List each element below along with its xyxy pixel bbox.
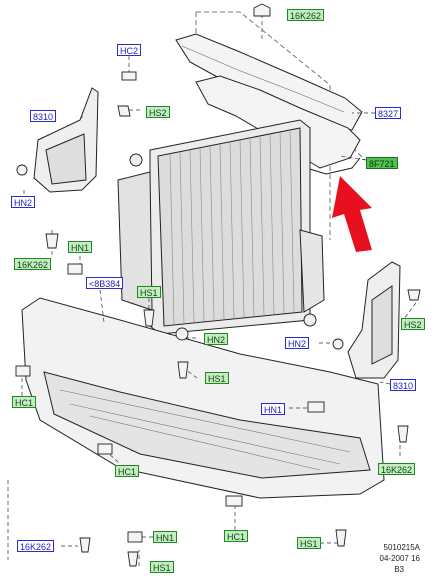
footer-date: 04-2007 16 (379, 554, 420, 563)
footer-page: B3 (394, 565, 404, 574)
label-8310-left: 8310 (30, 110, 57, 122)
lower-shield (21, 297, 385, 499)
label-16k262-right: 16K262 (378, 463, 416, 475)
upper-deflector (175, 33, 363, 175)
label-hn2-right: HN2 (285, 337, 310, 349)
label-8327: 8327 (375, 107, 402, 119)
label-hn1-bottom: HN1 (153, 531, 178, 543)
label-16k262-top: 16K262 (287, 9, 325, 21)
red-arrow (332, 176, 372, 252)
label-hs1-mid2: HS1 (205, 372, 229, 384)
label-hs1-bottom-right: HS1 (297, 537, 321, 549)
label-16k262-left: 16K262 (14, 258, 52, 270)
label-hc2: HC2 (117, 44, 142, 56)
label-hn2-mid: HN2 (204, 333, 229, 345)
label-hc1-mid: HC1 (115, 465, 140, 477)
label-hs2-left: HS2 (146, 106, 170, 118)
label-8310-right: 8310 (390, 379, 417, 391)
label-hs2-right: HS2 (401, 318, 425, 330)
label-hs1-mid: HS1 (137, 286, 161, 298)
label-8b384: <8B384 (86, 277, 124, 289)
label-hc1-bottom: HC1 (224, 530, 249, 542)
fasteners (15, 3, 421, 567)
left-deflector (33, 87, 99, 193)
radiator (117, 119, 325, 335)
label-hc1-left: HC1 (12, 396, 37, 408)
footer-code: 5010215A (383, 543, 420, 552)
label-hs1-bottom: HS1 (150, 561, 174, 573)
right-deflector (347, 261, 401, 379)
label-hn2-left: HN2 (11, 196, 36, 208)
label-hn1-left: HN1 (68, 241, 93, 253)
label-8f721: 8F721 (366, 157, 398, 169)
label-16k262-bottom: 16K262 (17, 540, 55, 552)
label-hn1-right: HN1 (261, 403, 286, 415)
